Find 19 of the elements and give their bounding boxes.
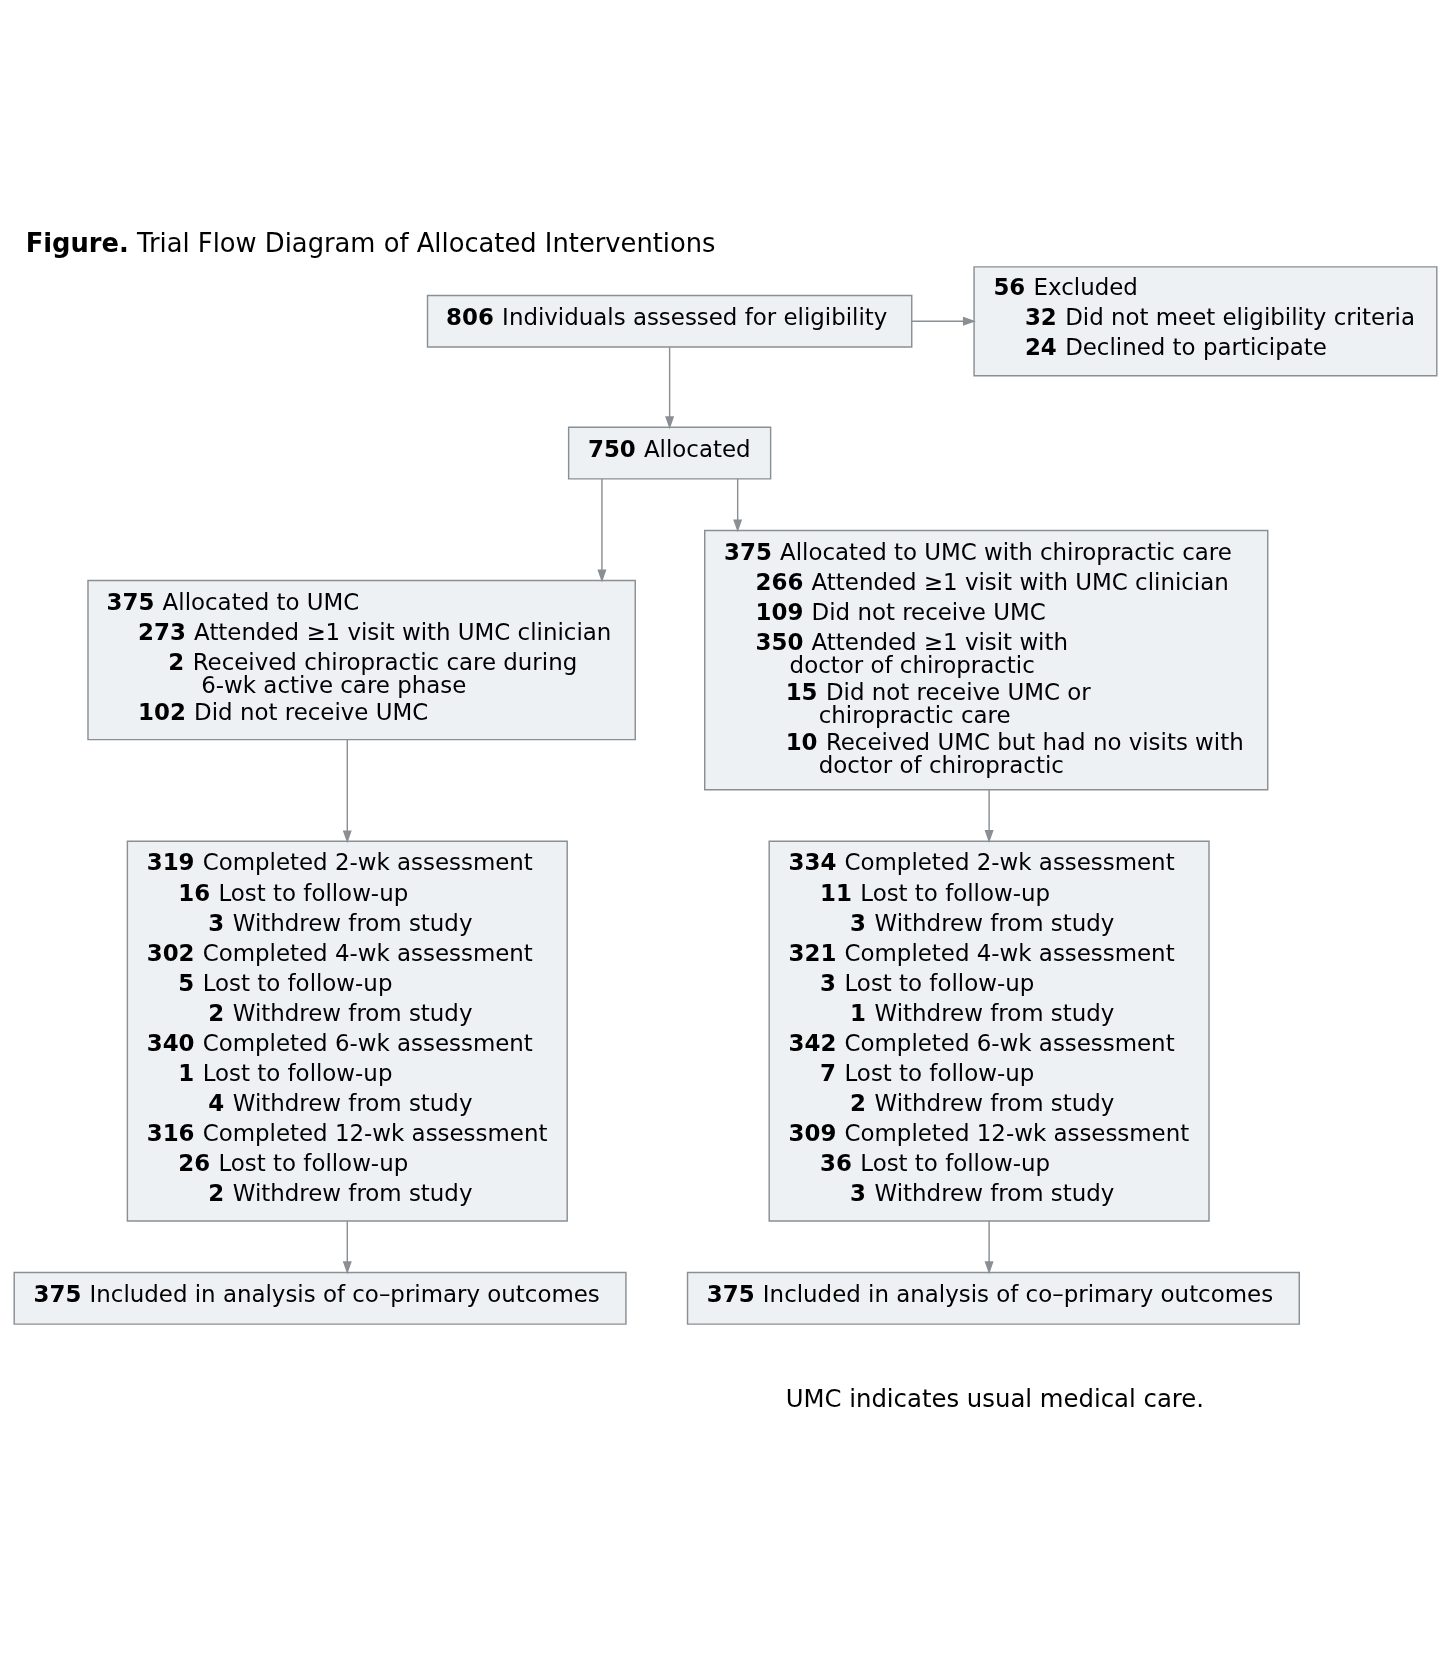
- node-box: 334 Completed 2-wk assessment 11 Lost to follow-up 3 Withdrew from study 321 Completed 4-wk assessment 3 Lost to follow-up 1 Withdrew from study 342 Completed 6-wk assessment 7 Lost to follow-up 2 Withdrew from study 309 Completed 12-wk assessment 36 Lost to follow-up 3 Withdrew from study: [768, 840, 1210, 1222]
- arrow: [984, 1220, 994, 1275]
- node-box: 375 Allocated to UMC 273 Attended ≥1 visit with UMC clinician 2 Received chiropractic care during 6-wk active care phase 102 Did not receive UMC: [87, 579, 636, 741]
- arrow: [597, 478, 607, 583]
- node-box: 56 Excluded 32 Did not meet eligibility criteria 24 Declined to participate: [973, 266, 1438, 377]
- arrow: [342, 739, 352, 844]
- node-box: 319 Completed 2-wk assessment 16 Lost to follow-up 3 Withdrew from study 302 Completed 4-wk assessment 5 Lost to follow-up 2 Withdrew from study 340 Completed 6-wk assessment 1 Lost to follow-up 4 Withdrew from study 316 Completed 12-wk assessment 26 Lost to follow-up 2 Withdrew from study: [126, 840, 568, 1222]
- arrow: [733, 478, 743, 533]
- arrow: [342, 1220, 352, 1275]
- arrow: [984, 789, 994, 843]
- arrow: [911, 316, 976, 326]
- node-box: 375 Included in analysis of co–primary outcomes: [686, 1271, 1300, 1325]
- node-box: 375 Allocated to UMC with chiropractic care 266 Attended ≥1 visit with UMC clinician 109 Did not receive UMC 350 Attended ≥1 visit with doctor of chiropractic 15 Did not receive UMC or chiropractic care 10 Received UMC but had no visits with doctor of chiropractic: [704, 529, 1269, 791]
- node-box: 806 Individuals assessed for eligibility: [426, 294, 913, 348]
- caption: UMC indicates usual medical care.: [785, 1384, 1205, 1414]
- diagram-title: Figure. Trial Flow Diagram of Allocated Interventions: [25, 227, 716, 258]
- node-box: 375 Included in analysis of co–primary outcomes: [13, 1271, 627, 1325]
- arrow: [665, 346, 675, 430]
- node-box: 750 Allocated: [567, 426, 772, 480]
